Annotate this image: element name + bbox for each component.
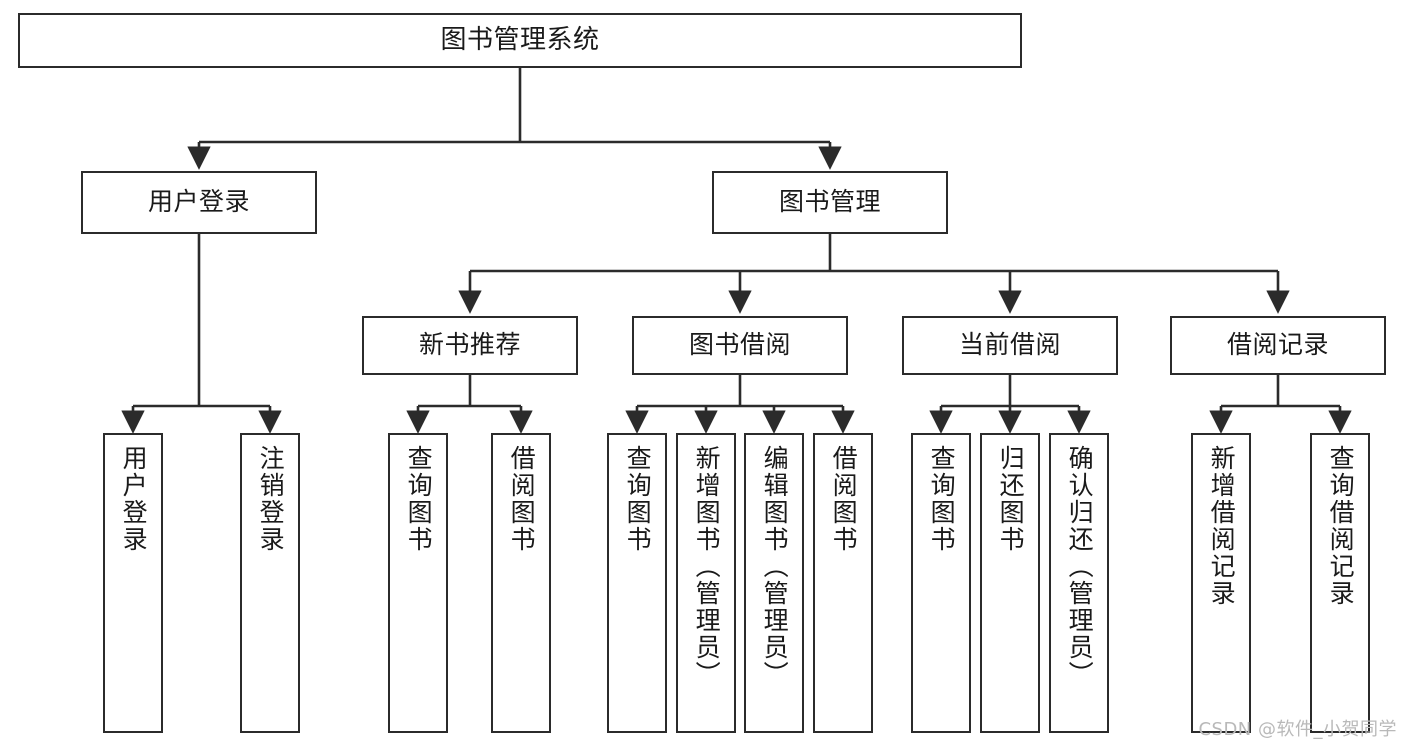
node-borrow-record-label: 借阅记录 bbox=[1226, 330, 1329, 360]
node-leaf-nb-borrow-book[interactable]: 借阅图书 bbox=[491, 433, 551, 733]
node-leaf-user-login-label: 用户登录 bbox=[119, 445, 149, 553]
node-leaf-bb-edit-book[interactable]: 编辑图书（管理员） bbox=[744, 433, 804, 733]
node-leaf-bb-query-book-label: 查询图书 bbox=[623, 445, 653, 553]
node-leaf-nb-query-book-label: 查询图书 bbox=[404, 445, 434, 553]
node-book-borrow-label: 图书借阅 bbox=[688, 330, 791, 360]
node-leaf-bb-query-book[interactable]: 查询图书 bbox=[607, 433, 667, 733]
node-leaf-br-query-record-label: 查询借阅记录 bbox=[1326, 445, 1356, 607]
node-leaf-cb-return-book[interactable]: 归还图书 bbox=[980, 433, 1040, 733]
node-user-login-label: 用户登录 bbox=[147, 187, 250, 217]
node-current-borrow-label: 当前借阅 bbox=[958, 330, 1061, 360]
node-leaf-nb-query-book[interactable]: 查询图书 bbox=[388, 433, 448, 733]
node-new-book-recommend[interactable]: 新书推荐 bbox=[362, 316, 578, 375]
node-leaf-cb-confirm-return[interactable]: 确认归还（管理员） bbox=[1049, 433, 1109, 733]
node-root-label: 图书管理系统 bbox=[440, 24, 600, 55]
node-leaf-bb-borrow-book-label: 借阅图书 bbox=[829, 445, 859, 553]
node-leaf-bb-edit-book-label: 编辑图书（管理员） bbox=[760, 445, 790, 688]
node-leaf-bb-borrow-book[interactable]: 借阅图书 bbox=[813, 433, 873, 733]
node-leaf-cb-return-book-label: 归还图书 bbox=[996, 445, 1026, 553]
node-book-borrow[interactable]: 图书借阅 bbox=[632, 316, 848, 375]
node-leaf-cb-query-book[interactable]: 查询图书 bbox=[911, 433, 971, 733]
node-leaf-bb-add-book-label: 新增图书（管理员） bbox=[692, 445, 722, 688]
node-book-management-label: 图书管理 bbox=[778, 187, 881, 217]
node-leaf-cb-query-book-label: 查询图书 bbox=[927, 445, 957, 553]
node-leaf-user-login[interactable]: 用户登录 bbox=[103, 433, 163, 733]
node-current-borrow[interactable]: 当前借阅 bbox=[902, 316, 1118, 375]
node-borrow-record[interactable]: 借阅记录 bbox=[1170, 316, 1386, 375]
node-new-book-recommend-label: 新书推荐 bbox=[418, 330, 521, 360]
node-leaf-bb-add-book[interactable]: 新增图书（管理员） bbox=[676, 433, 736, 733]
node-leaf-br-add-record-label: 新增借阅记录 bbox=[1207, 445, 1237, 607]
node-user-login[interactable]: 用户登录 bbox=[81, 171, 317, 234]
node-book-management[interactable]: 图书管理 bbox=[712, 171, 948, 234]
node-root[interactable]: 图书管理系统 bbox=[18, 13, 1022, 68]
node-leaf-logout-label: 注销登录 bbox=[256, 445, 286, 553]
node-leaf-cb-confirm-return-label: 确认归还（管理员） bbox=[1065, 445, 1095, 688]
watermark-text: CSDN @软件_小贺同学 bbox=[1198, 719, 1397, 740]
node-leaf-br-add-record[interactable]: 新增借阅记录 bbox=[1191, 433, 1251, 733]
node-leaf-logout[interactable]: 注销登录 bbox=[240, 433, 300, 733]
node-leaf-br-query-record[interactable]: 查询借阅记录 bbox=[1310, 433, 1370, 733]
node-leaf-nb-borrow-book-label: 借阅图书 bbox=[507, 445, 537, 553]
